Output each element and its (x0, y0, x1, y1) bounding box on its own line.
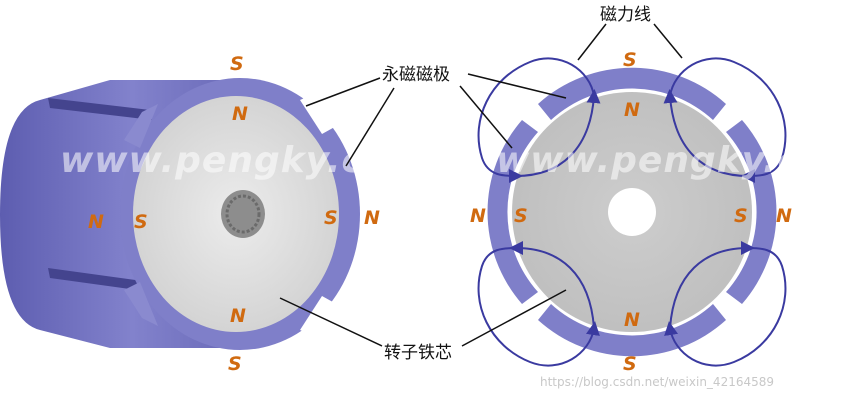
magnet-arc-left (487, 120, 538, 304)
callouts: 磁力线 永磁磁极 转子铁芯 (279, 5, 683, 363)
leader-magnet-2 (345, 87, 395, 167)
rotor-section-view: S N N S S N N S (470, 49, 792, 375)
pole-left-outer-left: N (88, 211, 104, 233)
magnet-arc-bottom (538, 304, 726, 357)
pole-right-outer-right: N (776, 205, 792, 227)
pole-right-outer-bottom: S (623, 353, 637, 375)
magnet-arc-right (726, 120, 777, 304)
leader-magnet-4 (459, 85, 513, 149)
pole-left-outer-right: N (364, 207, 380, 229)
pole-right-outer-left: N (470, 205, 486, 227)
leader-flux-right (653, 23, 683, 59)
flux-line-bottom-left-inner (509, 241, 595, 329)
body-slot-top (48, 98, 152, 120)
shaft-hole-section (608, 188, 656, 236)
pole-right-inner-bottom: N (624, 309, 640, 331)
pole-left-inner-left: S (134, 211, 148, 233)
flux-line-bottom-right-inner (669, 241, 755, 329)
pole-right-inner-right: S (734, 205, 748, 227)
flux-line-bottom-right (664, 247, 787, 367)
flux-line-top-left (477, 57, 595, 183)
watermark-right: www.pengky.cn (496, 140, 826, 181)
flux-line-top-right (669, 57, 787, 183)
pole-right-outer-top: S (623, 49, 637, 71)
pole-left-inner-bottom: N (230, 305, 246, 327)
ring-gap-top-left (124, 104, 158, 148)
label-flux-lines: 磁力线 (600, 5, 651, 25)
label-rotor-core: 转子铁芯 (384, 343, 452, 363)
ring-gap-top-right (300, 92, 340, 134)
magnet-arc-top (538, 67, 726, 120)
leader-core-right (461, 289, 567, 347)
pole-left-outer-bottom: S (228, 353, 242, 375)
pole-left-outer-top: S (230, 53, 244, 75)
leader-core-left (279, 297, 383, 347)
body-slot-bottom (48, 268, 152, 292)
pole-right-inner-left: S (514, 205, 528, 227)
rotor-3d-view: S N N S S N N S (0, 53, 380, 375)
flux-line-top-left-inner (515, 89, 601, 177)
ring-gap-bottom-left (124, 282, 158, 326)
leader-magnet-3 (467, 73, 567, 99)
shaft-thread (225, 194, 261, 234)
source-credit: https://blog.csdn.net/weixin_42164589 (540, 375, 774, 389)
flux-line-top-right-inner (663, 89, 749, 177)
watermark-left: www.pengky.cn (60, 140, 390, 181)
pole-left-inner-right: S (324, 207, 338, 229)
label-permanent-magnet-poles: 永磁磁极 (382, 65, 450, 85)
leader-flux-left (577, 23, 607, 61)
pole-right-inner-top: N (624, 99, 640, 121)
leader-magnet-1 (305, 77, 381, 107)
pole-left-inner-top: N (232, 103, 248, 125)
